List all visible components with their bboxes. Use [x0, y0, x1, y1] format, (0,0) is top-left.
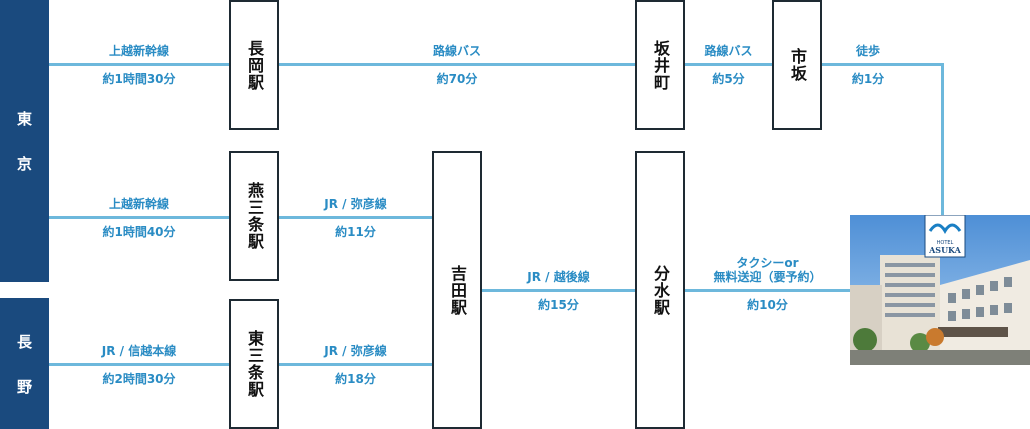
- origin-nagano-char-2: 野: [16, 377, 32, 396]
- station-tsubamesanjo: 燕三条駅: [229, 151, 279, 281]
- route-line-tsubame-yoshida: [277, 216, 434, 219]
- station-higashisanjo-label: 東三条駅: [245, 330, 264, 398]
- station-bunsui: 分水駅: [635, 151, 685, 429]
- label-nagano-higashi-time: 約2時間30分: [102, 372, 176, 386]
- station-nagaoka-label: 長岡駅: [245, 39, 264, 91]
- label-nagaoka-sakai-time: 約70分: [436, 72, 478, 86]
- route-line-yoshida-bunsui: [480, 289, 637, 292]
- origin-nagano-char-1: 長: [16, 332, 32, 351]
- label-higashi-yoshida-time: 約18分: [335, 372, 376, 386]
- label-yoshida-bunsui-line: JR / 越後線: [527, 270, 590, 284]
- label-sakai-ichisaka-line: 路線バス: [704, 44, 753, 58]
- label-nagano-higashi-line: JR / 信越本線: [101, 344, 177, 358]
- label-bunsui-hotel-line1: タクシーor: [736, 256, 799, 270]
- station-yoshida-label: 吉田駅: [448, 264, 467, 316]
- hotel-sign-name: ASUKA: [928, 245, 962, 255]
- label-sakai-ichisaka-time: 約5分: [712, 72, 745, 86]
- label-tsubame-yoshida-time: 約11分: [335, 225, 376, 239]
- station-ichisaka-label: 市坂: [788, 48, 807, 82]
- origin-tokyo: 東 京: [0, 0, 49, 282]
- origin-tokyo-char-2: 京: [16, 155, 32, 173]
- hotel-photo: HOTEL ASUKA: [850, 215, 1030, 365]
- label-ichisaka-hotel-time: 約1分: [851, 72, 885, 86]
- hotel-sign-small: HOTEL: [937, 240, 954, 246]
- route-line-higashi-yoshida: [277, 363, 434, 366]
- station-bunsui-label: 分水駅: [651, 264, 670, 316]
- label-tsubame-yoshida-line: JR / 弥彦線: [324, 197, 387, 211]
- route-line-walk-down: [941, 63, 944, 218]
- label-tokyo-nagaoka-time: 約1時間30分: [102, 72, 176, 86]
- route-line-bunsui-hotel: [683, 289, 851, 292]
- origin-tokyo-char-1: 東: [16, 110, 32, 128]
- station-ichisaka: 市坂: [772, 0, 822, 130]
- station-yoshida: 吉田駅: [432, 151, 482, 429]
- hotel-photo-graphic: HOTEL ASUKA: [850, 215, 1030, 365]
- label-tokyo-nagaoka-line: 上越新幹線: [108, 44, 169, 58]
- label-higashi-yoshida-line: JR / 弥彦線: [324, 344, 387, 358]
- label-bunsui-hotel-time: 約10分: [747, 298, 788, 312]
- label-tokyo-tsubame-line: 上越新幹線: [108, 197, 169, 211]
- station-sakaimachi: 坂井町: [635, 0, 685, 130]
- origin-nagano: 長 野: [0, 298, 49, 429]
- label-yoshida-bunsui-time: 約15分: [538, 298, 579, 312]
- station-higashisanjo: 東三条駅: [229, 299, 279, 429]
- label-ichisaka-hotel-line: 徒歩: [855, 44, 880, 58]
- route-line-tokyo-tsubame: [49, 216, 231, 219]
- route-line-nagano-higashi: [49, 363, 231, 366]
- label-tokyo-tsubame-time: 約1時間40分: [102, 225, 176, 239]
- station-nagaoka: 長岡駅: [229, 0, 279, 130]
- station-sakaimachi-label: 坂井町: [651, 39, 670, 91]
- station-tsubamesanjo-label: 燕三条駅: [245, 182, 264, 250]
- label-bunsui-hotel-line2: 無料送迎（要予約）: [713, 270, 822, 284]
- hotel-sign: HOTEL ASUKA: [924, 215, 966, 258]
- route-line-row1: [49, 63, 944, 66]
- label-nagaoka-sakai-line: 路線バス: [432, 44, 481, 58]
